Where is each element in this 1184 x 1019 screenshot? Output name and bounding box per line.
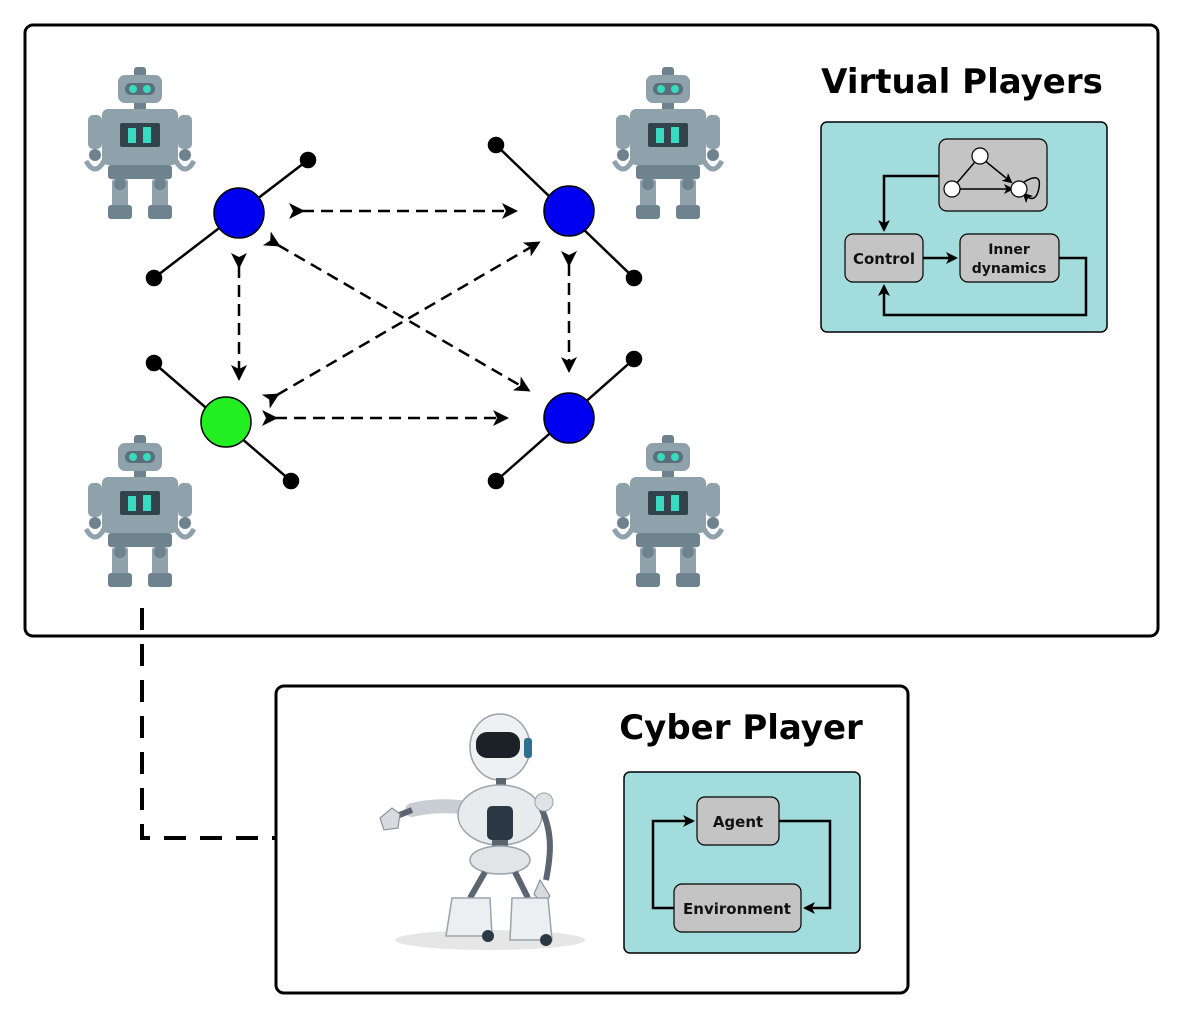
cyber-player-title: Cyber Player bbox=[619, 708, 863, 748]
mini-graph-icon bbox=[943, 146, 1041, 204]
interaction-arrows bbox=[231, 203, 577, 426]
mini-graph-box bbox=[938, 138, 1048, 212]
virtual-model-arrows bbox=[878, 174, 1088, 317]
player-node-bottom-left bbox=[200, 396, 252, 448]
inner-dynamics-label-line1: Inner bbox=[988, 242, 1030, 258]
cyber-robot-icon bbox=[379, 713, 585, 950]
cyber-model-arrows bbox=[651, 815, 832, 914]
player-node-top-right bbox=[543, 185, 595, 237]
agent-label: Agent bbox=[713, 813, 763, 831]
player-node-top-left bbox=[213, 187, 265, 239]
inner-dynamics-label-line2: dynamics bbox=[972, 261, 1047, 277]
control-label: Control bbox=[853, 250, 915, 268]
virtual-players-title: Virtual Players bbox=[821, 62, 1103, 102]
environment-label: Environment bbox=[683, 900, 791, 918]
player-node-bottom-right bbox=[543, 392, 595, 444]
